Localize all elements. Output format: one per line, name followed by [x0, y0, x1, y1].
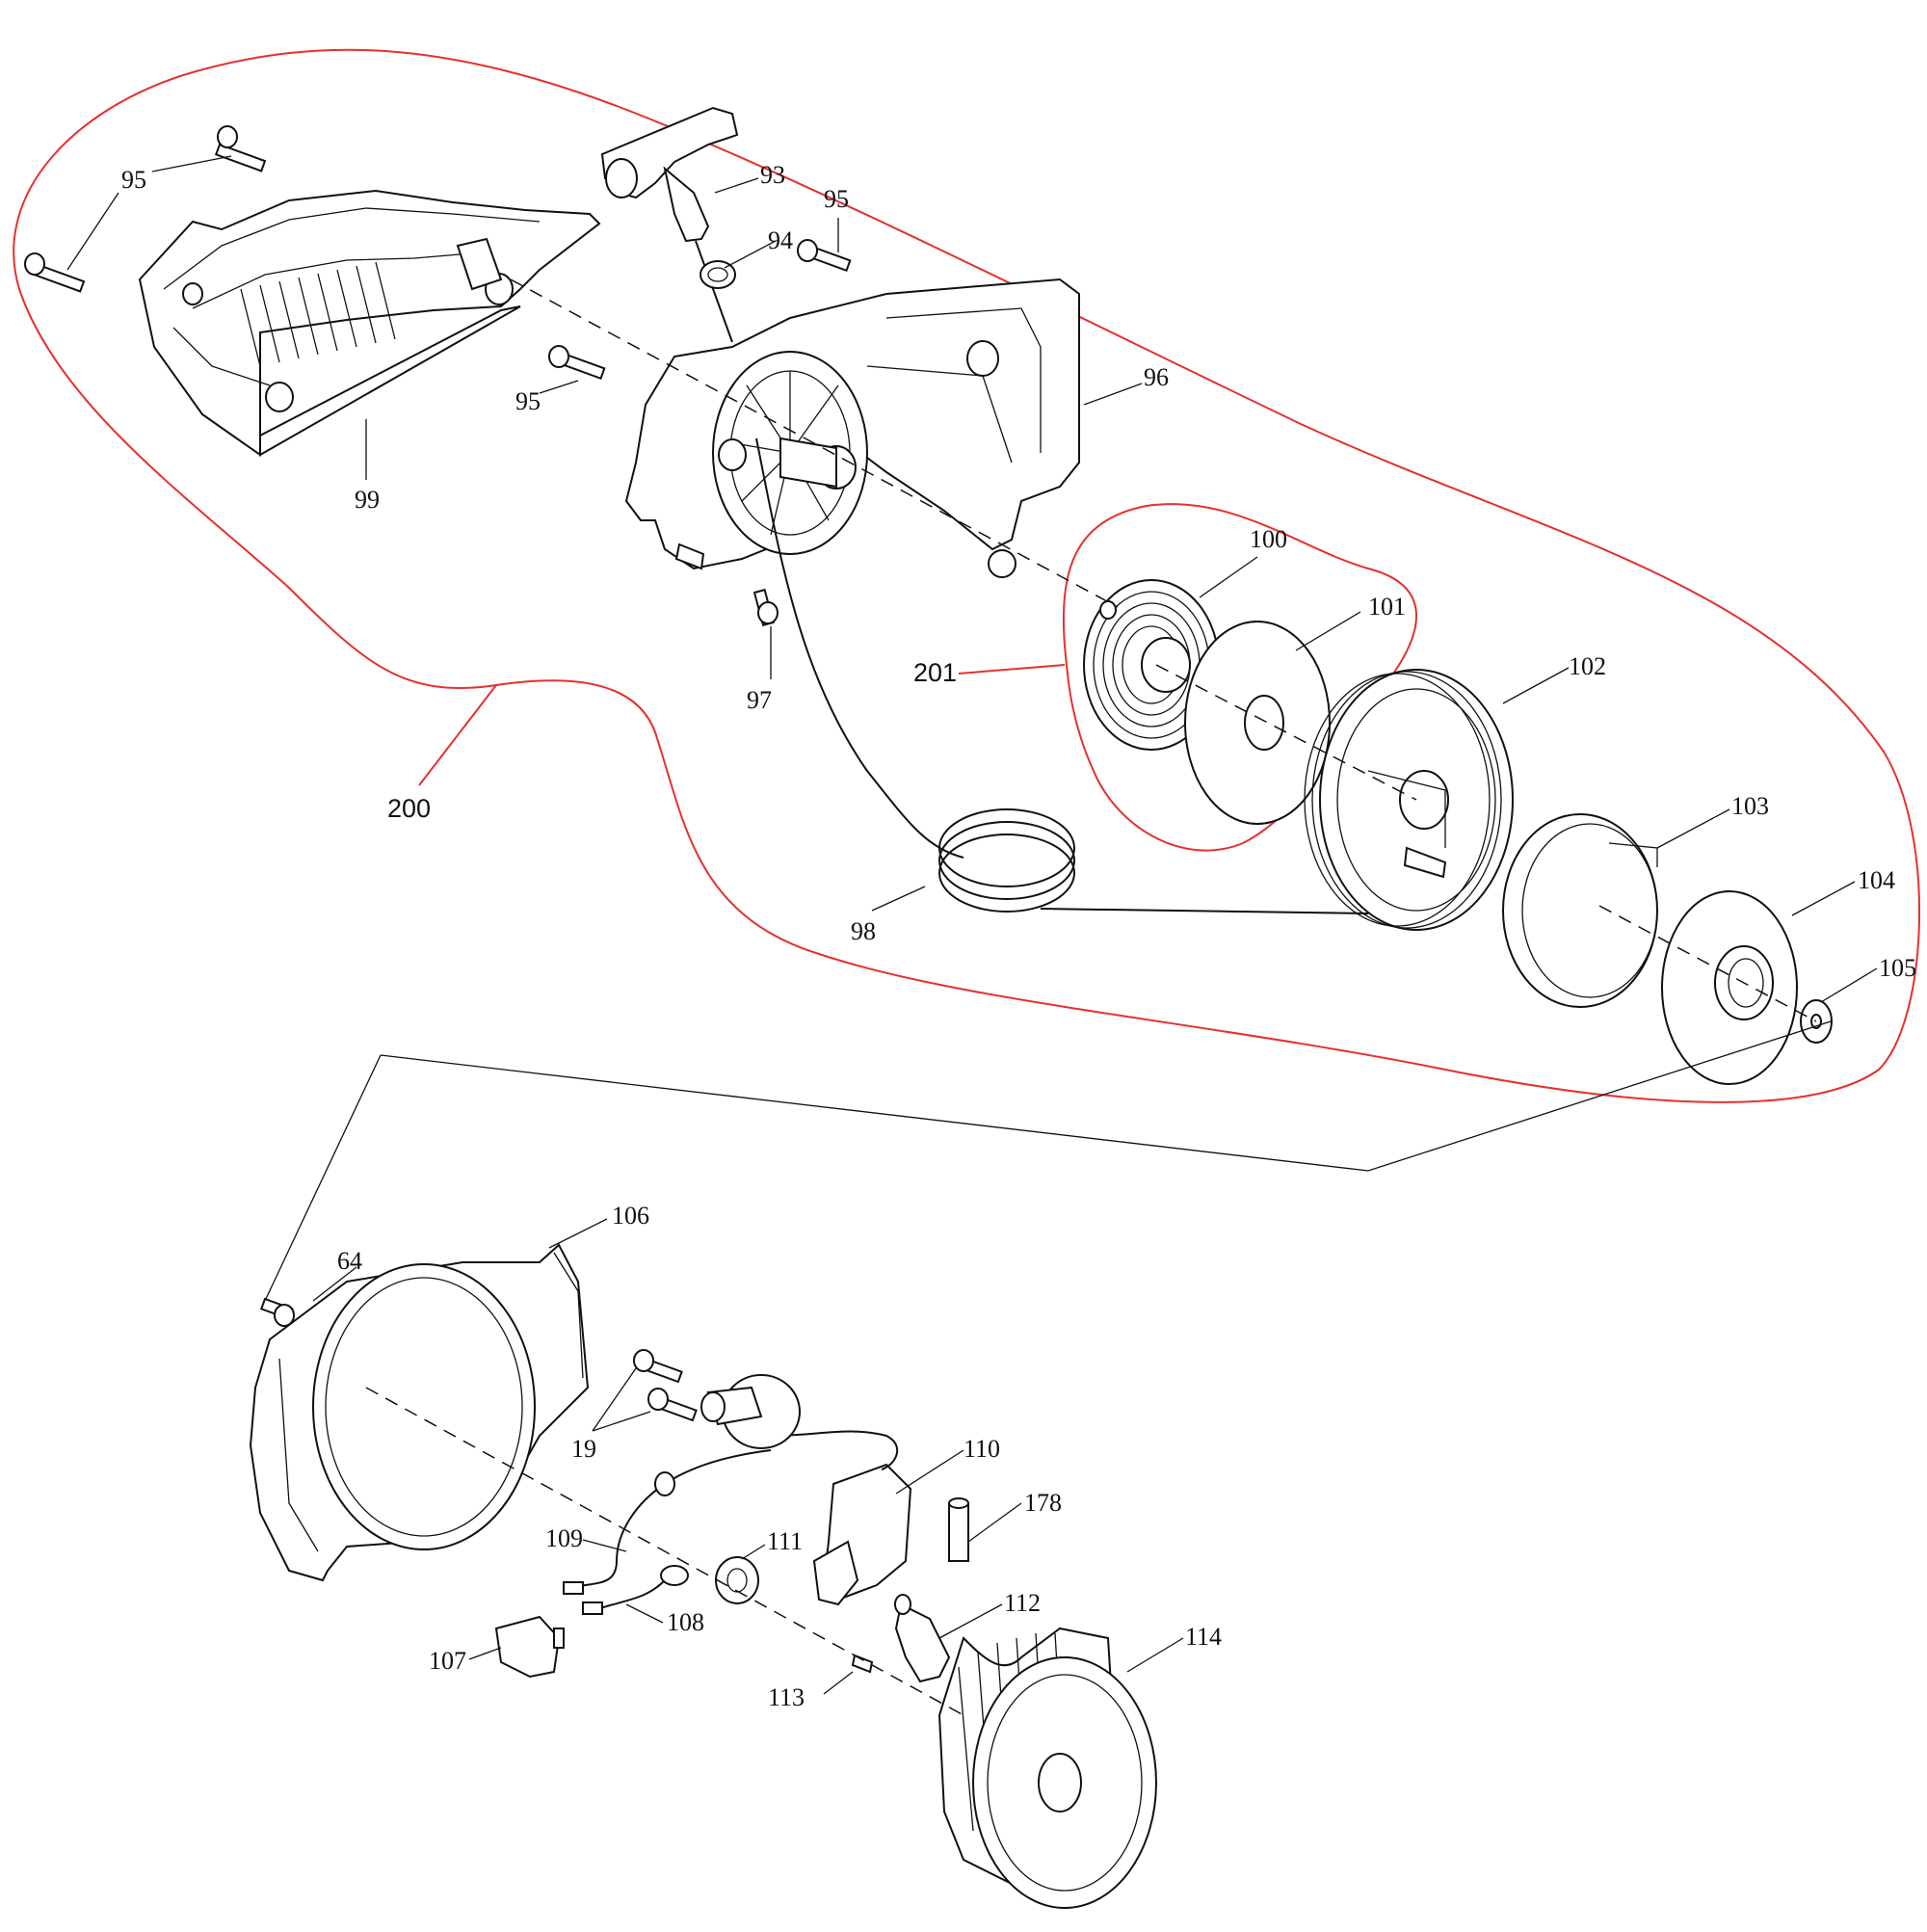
label-113: 113	[768, 1683, 805, 1711]
label-104: 104	[1858, 866, 1895, 894]
part-104-pawl-plate	[1661, 890, 1798, 1085]
part-93-starter-handle	[600, 106, 739, 343]
label-101: 101	[1368, 593, 1406, 621]
part-96-starter-housing	[624, 278, 1080, 578]
part-99-top-cover	[138, 189, 601, 457]
part-112-spark-plug	[894, 1594, 951, 1683]
label-95-top: 95	[121, 166, 146, 194]
label-106: 106	[612, 1202, 649, 1230]
label-109: 109	[545, 1524, 583, 1552]
screw-95-c	[548, 345, 606, 381]
label-201: 201	[913, 658, 957, 687]
group-200-outline	[13, 48, 1921, 1103]
label-107: 107	[429, 1647, 466, 1675]
label-102: 102	[1569, 652, 1606, 680]
label-94: 94	[768, 226, 793, 254]
leader-lines	[66, 155, 1878, 1695]
part-103-spring	[1502, 813, 1658, 1008]
part-19-screws	[633, 1349, 698, 1422]
label-98: 98	[851, 917, 876, 945]
part-110-ignition-coil	[700, 1374, 912, 1606]
group-200-leader	[418, 684, 497, 786]
label-100: 100	[1250, 525, 1287, 553]
part-102-rope-pulley	[1304, 669, 1514, 931]
screw-95-d	[797, 239, 852, 273]
part-94-grommet	[700, 260, 736, 289]
part-64-screw	[259, 1297, 295, 1327]
label-108: 108	[667, 1608, 704, 1636]
part-178-pin	[948, 1497, 969, 1562]
part-106-fan-housing	[249, 1243, 590, 1582]
upper-assembly-axis	[510, 278, 1817, 1022]
label-178: 178	[1024, 1489, 1062, 1517]
part-98-rope	[755, 437, 1369, 914]
screw-95-a	[214, 125, 267, 172]
label-64: 64	[337, 1247, 362, 1275]
assembly-connector-lines	[264, 1020, 1832, 1302]
label-200: 200	[387, 794, 431, 823]
part-101-spring-cover	[1184, 621, 1331, 825]
label-93: 93	[760, 161, 785, 189]
part-113-key	[851, 1654, 874, 1674]
label-97: 97	[747, 686, 772, 714]
group-201-leader	[958, 664, 1066, 675]
part-107-switch	[494, 1615, 565, 1679]
label-96: 96	[1144, 363, 1169, 391]
part-97-screw	[752, 588, 779, 627]
label-99: 99	[355, 486, 380, 514]
label-103: 103	[1731, 792, 1769, 820]
label-114: 114	[1185, 1623, 1222, 1651]
part-114-flywheel	[937, 1627, 1157, 1909]
label-110: 110	[964, 1435, 1000, 1463]
lower-assembly-axis	[365, 1387, 964, 1716]
screw-95-b	[24, 252, 86, 293]
label-19: 19	[571, 1435, 596, 1463]
part-109-wire	[563, 1449, 772, 1595]
part-108-ground-wire	[582, 1565, 689, 1615]
label-112: 112	[1004, 1589, 1041, 1617]
label-95-mid: 95	[515, 387, 541, 415]
label-105: 105	[1879, 954, 1916, 982]
label-95-right: 95	[824, 185, 849, 213]
label-111: 111	[767, 1527, 803, 1555]
part-111-nut	[715, 1556, 759, 1604]
